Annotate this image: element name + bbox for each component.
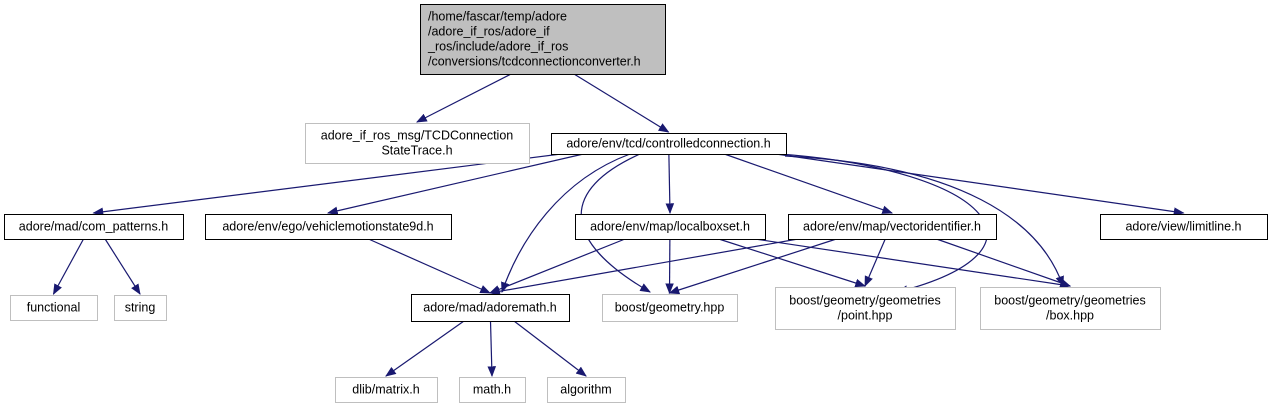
edge-lbs-to-box [754, 238, 1072, 289]
node-label: StateTrace.h [381, 144, 452, 158]
node-bg: boost/geometry.hpp [602, 294, 738, 322]
node-box [205, 214, 452, 240]
node-box [788, 214, 997, 240]
edge-lbs-to-am [488, 238, 626, 294]
edge-am-to-alg [513, 320, 587, 377]
node-label: boost/geometry/geometries [994, 294, 1145, 308]
edge-cc-to-pt [779, 153, 988, 294]
node-label: /adore_if_ros/adore_if [428, 25, 550, 39]
node-label: adore_if_ros_msg/TCDConnection [321, 129, 514, 143]
node-box [1100, 214, 1268, 240]
node-label: /conversions/tcdconnectionconverter.h [428, 55, 641, 69]
node-label: adore/view/limitline.h [1125, 220, 1241, 234]
node-box [305, 123, 530, 164]
edge-cc-to-lim [775, 153, 1185, 216]
edge-lbs-to-pt [718, 238, 867, 288]
edge-cc-to-am [501, 153, 631, 294]
node-label: adore/env/ego/vehiclemotionstate9d.h [222, 220, 433, 234]
node-msg: adore_if_ros_msg/TCDConnectionStateTrace… [305, 123, 530, 164]
edge-root-to-cc [573, 73, 670, 133]
node-box [602, 294, 738, 322]
node-label: dlib/matrix.h [352, 383, 419, 397]
edge-vid-to-box [936, 238, 1072, 287]
edge-vid-to-am [488, 238, 799, 296]
node-alg: algorithm [547, 377, 626, 403]
node-am[interactable]: adore/mad/adoremath.h [411, 294, 570, 322]
node-str: string [114, 295, 167, 321]
edge-am-to-dlib [385, 320, 465, 377]
node-box [575, 214, 766, 240]
node-box [10, 295, 98, 321]
node-pt: boost/geometry/geometries/point.hpp [775, 287, 956, 330]
edge-com-to-fun [52, 238, 85, 295]
edge-cc-to-veh [326, 153, 584, 216]
node-box [980, 287, 1161, 330]
node-lbs[interactable]: adore/env/map/localboxset.h [575, 214, 766, 240]
node-dlib: dlib/matrix.h [335, 377, 438, 403]
node-cc[interactable]: adore/env/tcd/controlledconnection.h [551, 133, 787, 155]
node-lim[interactable]: adore/view/limitline.h [1100, 214, 1268, 240]
node-label: /box.hpp [1046, 309, 1094, 323]
node-box [411, 294, 570, 322]
node-box [547, 377, 626, 403]
node-label: adore/mad/com_patterns.h [19, 220, 168, 234]
node-box [4, 214, 184, 240]
node-com[interactable]: adore/mad/com_patterns.h [4, 214, 184, 240]
node-fun: functional [10, 295, 98, 321]
node-box [420, 4, 666, 75]
node-box [335, 377, 438, 403]
node-label: functional [27, 301, 81, 315]
edge-cc-to-box [784, 155, 1064, 288]
node-label: /home/fascar/temp/adore [428, 10, 567, 24]
edge-cc-to-vid [724, 153, 894, 214]
node-root: /home/fascar/temp/adore/adore_if_ros/ado… [420, 4, 666, 75]
edge-am-to-math [487, 320, 497, 378]
node-label: /point.hpp [838, 309, 893, 323]
node-label: adore/env/map/vectoridentifier.h [803, 220, 981, 234]
node-veh[interactable]: adore/env/ego/vehiclemotionstate9d.h [205, 214, 452, 240]
edge-veh-to-am [368, 238, 491, 294]
node-box [459, 377, 526, 403]
node-label: math.h [473, 383, 511, 397]
node-box [114, 295, 167, 321]
node-math: math.h [459, 377, 526, 403]
node-label: string [125, 301, 156, 315]
node-label: adore/mad/adoremath.h [423, 301, 556, 315]
node-label: boost/geometry.hpp [615, 301, 725, 315]
edge-cc-to-lbs [665, 153, 675, 215]
node-vid[interactable]: adore/env/map/vectoridentifier.h [788, 214, 997, 240]
node-label: adore/env/map/localboxset.h [590, 220, 750, 234]
edge-vid-to-pt [864, 238, 886, 287]
node-box [551, 133, 787, 155]
edge-root-to-msg [416, 73, 512, 123]
node-label: _ros/include/adore_if_ros [427, 40, 568, 54]
node-label: algorithm [560, 383, 611, 397]
node-box [775, 287, 956, 330]
node-box: boost/geometry/geometries/box.hpp [980, 287, 1161, 330]
node-label: boost/geometry/geometries [789, 294, 940, 308]
edge-com-to-str [104, 238, 141, 295]
edge-vid-to-bg [668, 238, 837, 295]
node-label: adore/env/tcd/controlledconnection.h [566, 137, 770, 151]
